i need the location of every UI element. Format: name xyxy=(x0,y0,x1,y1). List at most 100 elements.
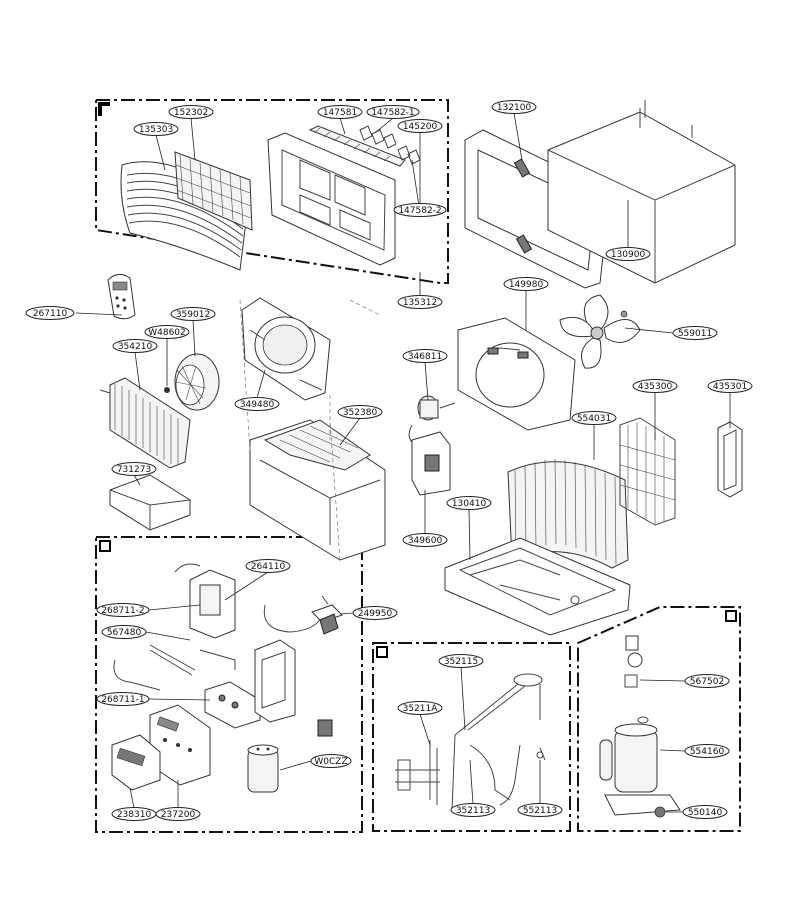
cabinet-case-part xyxy=(547,100,736,284)
label-352115: 352115 xyxy=(438,654,484,668)
label-349480: 349480 xyxy=(234,397,280,411)
label-359012: 359012 xyxy=(170,307,216,321)
group-box-refrigerant-tubing xyxy=(372,642,571,832)
label-352113: 352113 xyxy=(450,803,496,817)
filter-pack-part xyxy=(109,474,191,531)
label-435301-text: 435301 xyxy=(713,382,747,392)
label-35211A: 35211A xyxy=(397,701,443,715)
group-box-control-electrical xyxy=(95,536,363,833)
label-147582-2-text: 147582-2 xyxy=(398,206,441,216)
label-346811-text: 346811 xyxy=(408,352,442,362)
label-135303: 135303 xyxy=(133,122,179,136)
label-132100: 132100 xyxy=(491,100,537,114)
label-268711-2: 268711-2 xyxy=(96,603,150,617)
label-554160-text: 554160 xyxy=(690,747,725,757)
label-554160: 554160 xyxy=(684,744,730,758)
group-box-front-grille xyxy=(95,99,449,284)
label-435301: 435301 xyxy=(707,379,753,393)
label-35211A-text: 35211A xyxy=(403,704,439,714)
indoor-base-part xyxy=(249,419,386,561)
label-359012-text: 359012 xyxy=(176,310,210,320)
label-352380-text: 352380 xyxy=(343,408,378,418)
label-731273-text: 731273 xyxy=(117,465,151,475)
label-147581-text: 147581 xyxy=(323,108,357,118)
air-filter-part xyxy=(174,151,253,231)
label-249950: 249950 xyxy=(352,606,398,620)
condenser-shroud-part xyxy=(457,317,576,431)
label-W0CZZ: W0CZZ xyxy=(310,754,352,768)
label-567502-text: 567502 xyxy=(690,677,724,687)
label-237200-text: 237200 xyxy=(161,810,196,820)
label-268711-1: 268711-1 xyxy=(96,692,150,706)
label-731273: 731273 xyxy=(111,462,157,476)
fan-scroll-housing-part xyxy=(241,297,331,401)
label-352113-text: 352113 xyxy=(456,806,490,816)
label-149980-text: 149980 xyxy=(509,280,544,290)
cover-panel-part xyxy=(254,639,296,723)
blower-wheel-part xyxy=(174,353,220,411)
label-149980: 149980 xyxy=(503,277,549,291)
label-147581: 147581 xyxy=(317,105,363,119)
label-132100-text: 132100 xyxy=(497,103,532,113)
label-435300-text: 435300 xyxy=(638,382,673,392)
label-349600-text: 349600 xyxy=(408,536,443,546)
label-267110: 267110 xyxy=(25,306,75,320)
label-135312-text: 135312 xyxy=(403,298,437,308)
label-550140-text: 550140 xyxy=(688,808,723,818)
label-152302: 152302 xyxy=(168,105,214,119)
label-W48602-text: W48602 xyxy=(148,328,186,338)
pcb-power-board-part xyxy=(204,681,261,729)
label-550140: 550140 xyxy=(682,805,728,819)
label-268711-1-text: 268711-1 xyxy=(101,695,144,705)
retainer-clip-part xyxy=(164,387,170,393)
base-pan-part xyxy=(444,537,631,636)
group-box-compressor xyxy=(577,606,741,832)
wire-harness-part xyxy=(113,644,236,691)
control-box-part xyxy=(174,563,236,639)
label-354210-text: 354210 xyxy=(118,342,153,352)
alignment-phantom-lines xyxy=(239,299,381,561)
label-W0CZZ-text: W0CZZ xyxy=(314,757,347,767)
label-435300: 435300 xyxy=(632,379,678,393)
label-354210: 354210 xyxy=(112,339,158,353)
label-559011: 559011 xyxy=(672,326,718,340)
label-147582-1: 147582-1 xyxy=(366,105,420,119)
propeller-fan-part xyxy=(559,294,641,369)
label-W48602: W48602 xyxy=(144,325,190,339)
label-567480-text: 567480 xyxy=(107,628,142,638)
leader-lines xyxy=(75,112,731,813)
label-554031: 554031 xyxy=(571,411,617,425)
label-152302-text: 152302 xyxy=(174,108,208,118)
label-147582-1-text: 147582-1 xyxy=(371,108,414,118)
capacitor-part xyxy=(247,744,279,793)
label-352380: 352380 xyxy=(337,405,383,419)
label-567502: 567502 xyxy=(684,674,730,688)
front-frame-part xyxy=(267,132,396,266)
label-267110-text: 267110 xyxy=(33,309,68,319)
cabinet-front-frame-part xyxy=(464,129,611,289)
label-130900: 130900 xyxy=(605,247,651,261)
label-130410: 130410 xyxy=(446,496,492,510)
label-346811: 346811 xyxy=(402,349,448,363)
label-552113: 552113 xyxy=(517,803,563,817)
label-264110-text: 264110 xyxy=(251,562,286,572)
label-238310-text: 238310 xyxy=(117,810,152,820)
label-554031-text: 554031 xyxy=(577,414,611,424)
part-number-labels: 152302 147581 147582-1 135303 145200 147… xyxy=(25,100,753,821)
label-349480-text: 349480 xyxy=(240,400,275,410)
fan-motor-part xyxy=(408,395,456,446)
label-135312: 135312 xyxy=(397,295,443,309)
motor-mount-bracket-part xyxy=(411,431,451,496)
label-238310: 238310 xyxy=(111,807,157,821)
label-559011-text: 559011 xyxy=(678,329,712,339)
compressor-part xyxy=(599,635,681,818)
label-147582-2: 147582-2 xyxy=(393,203,447,217)
louver-part xyxy=(308,125,406,167)
rear-guard-part xyxy=(619,417,676,526)
refrigerant-tubing-part xyxy=(395,673,546,811)
label-130900-text: 130900 xyxy=(611,250,646,260)
label-268711-2-text: 268711-2 xyxy=(101,606,144,616)
power-cord-part xyxy=(263,595,343,635)
label-349600: 349600 xyxy=(402,533,448,547)
label-130410-text: 130410 xyxy=(452,499,487,509)
